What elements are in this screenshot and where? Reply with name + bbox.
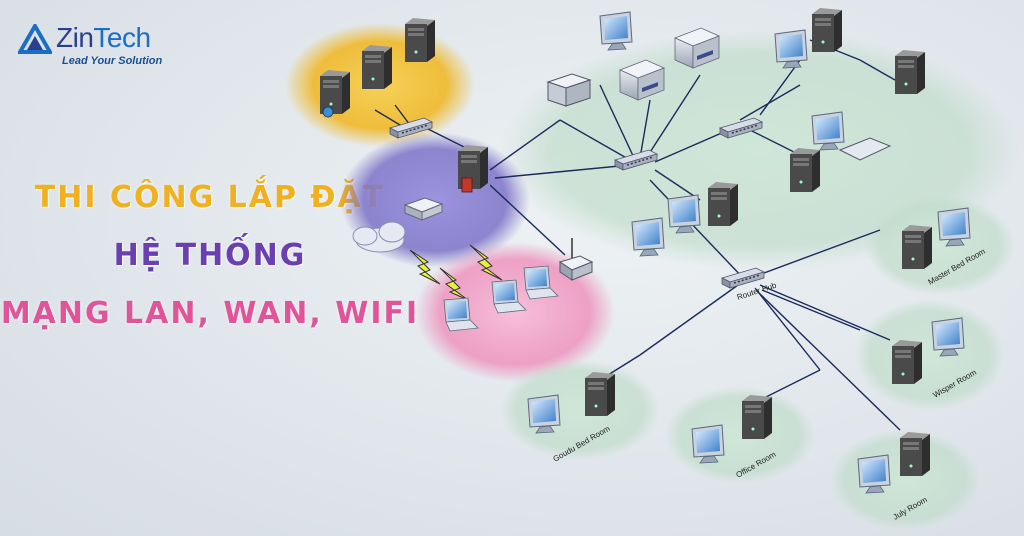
- brand-name-zin: Zin: [56, 22, 94, 53]
- brand-logo: ZinTech Lead Your Solution: [18, 22, 193, 72]
- remote-tower-icon: [812, 8, 842, 52]
- cloud-icon: [352, 221, 406, 253]
- zone-lan-goudu: [500, 360, 660, 460]
- network-cables: [374, 39, 901, 431]
- zone-lan-master: [865, 195, 1015, 295]
- firewall-icon: [461, 177, 473, 193]
- modem-icon: [403, 197, 444, 221]
- headline-line-2: HỆ THỐNG: [113, 238, 307, 273]
- lan-tower-icon: [790, 148, 820, 192]
- logo-mark-icon: [18, 24, 52, 54]
- headline-line-3: MẠNG LAN, WAN, WIFI: [0, 296, 420, 331]
- remote-server-icon: [895, 50, 925, 94]
- master-tower-icon: [902, 225, 932, 269]
- access-point-icon: [558, 238, 594, 281]
- server-2-icon: [362, 45, 392, 89]
- brand-tagline: Lead Your Solution: [62, 55, 163, 67]
- workstation-monitor-icon: [599, 11, 633, 51]
- globe-icon: [322, 106, 334, 118]
- zone-lan-july: [830, 430, 980, 530]
- office-tower-icon: [742, 395, 772, 439]
- scanner-icon: [838, 137, 892, 161]
- server-3-icon: [405, 18, 435, 62]
- brand-name-tech: Tech: [93, 22, 151, 53]
- zone-wireless: [415, 242, 615, 382]
- brand-name: ZinTech: [56, 22, 151, 54]
- printer-icon: [546, 73, 592, 107]
- server-1-icon: [320, 70, 350, 114]
- july-tower-icon: [900, 432, 930, 476]
- lan-tower-2-icon: [708, 182, 738, 226]
- goudu-tower-icon: [585, 372, 615, 416]
- headline-line-1: THI CÔNG LẮP ĐẶT: [34, 180, 386, 215]
- zone-lan-wisper: [855, 300, 1005, 410]
- router-hub-icon: [721, 267, 765, 289]
- wisper-tower-icon: [892, 340, 922, 384]
